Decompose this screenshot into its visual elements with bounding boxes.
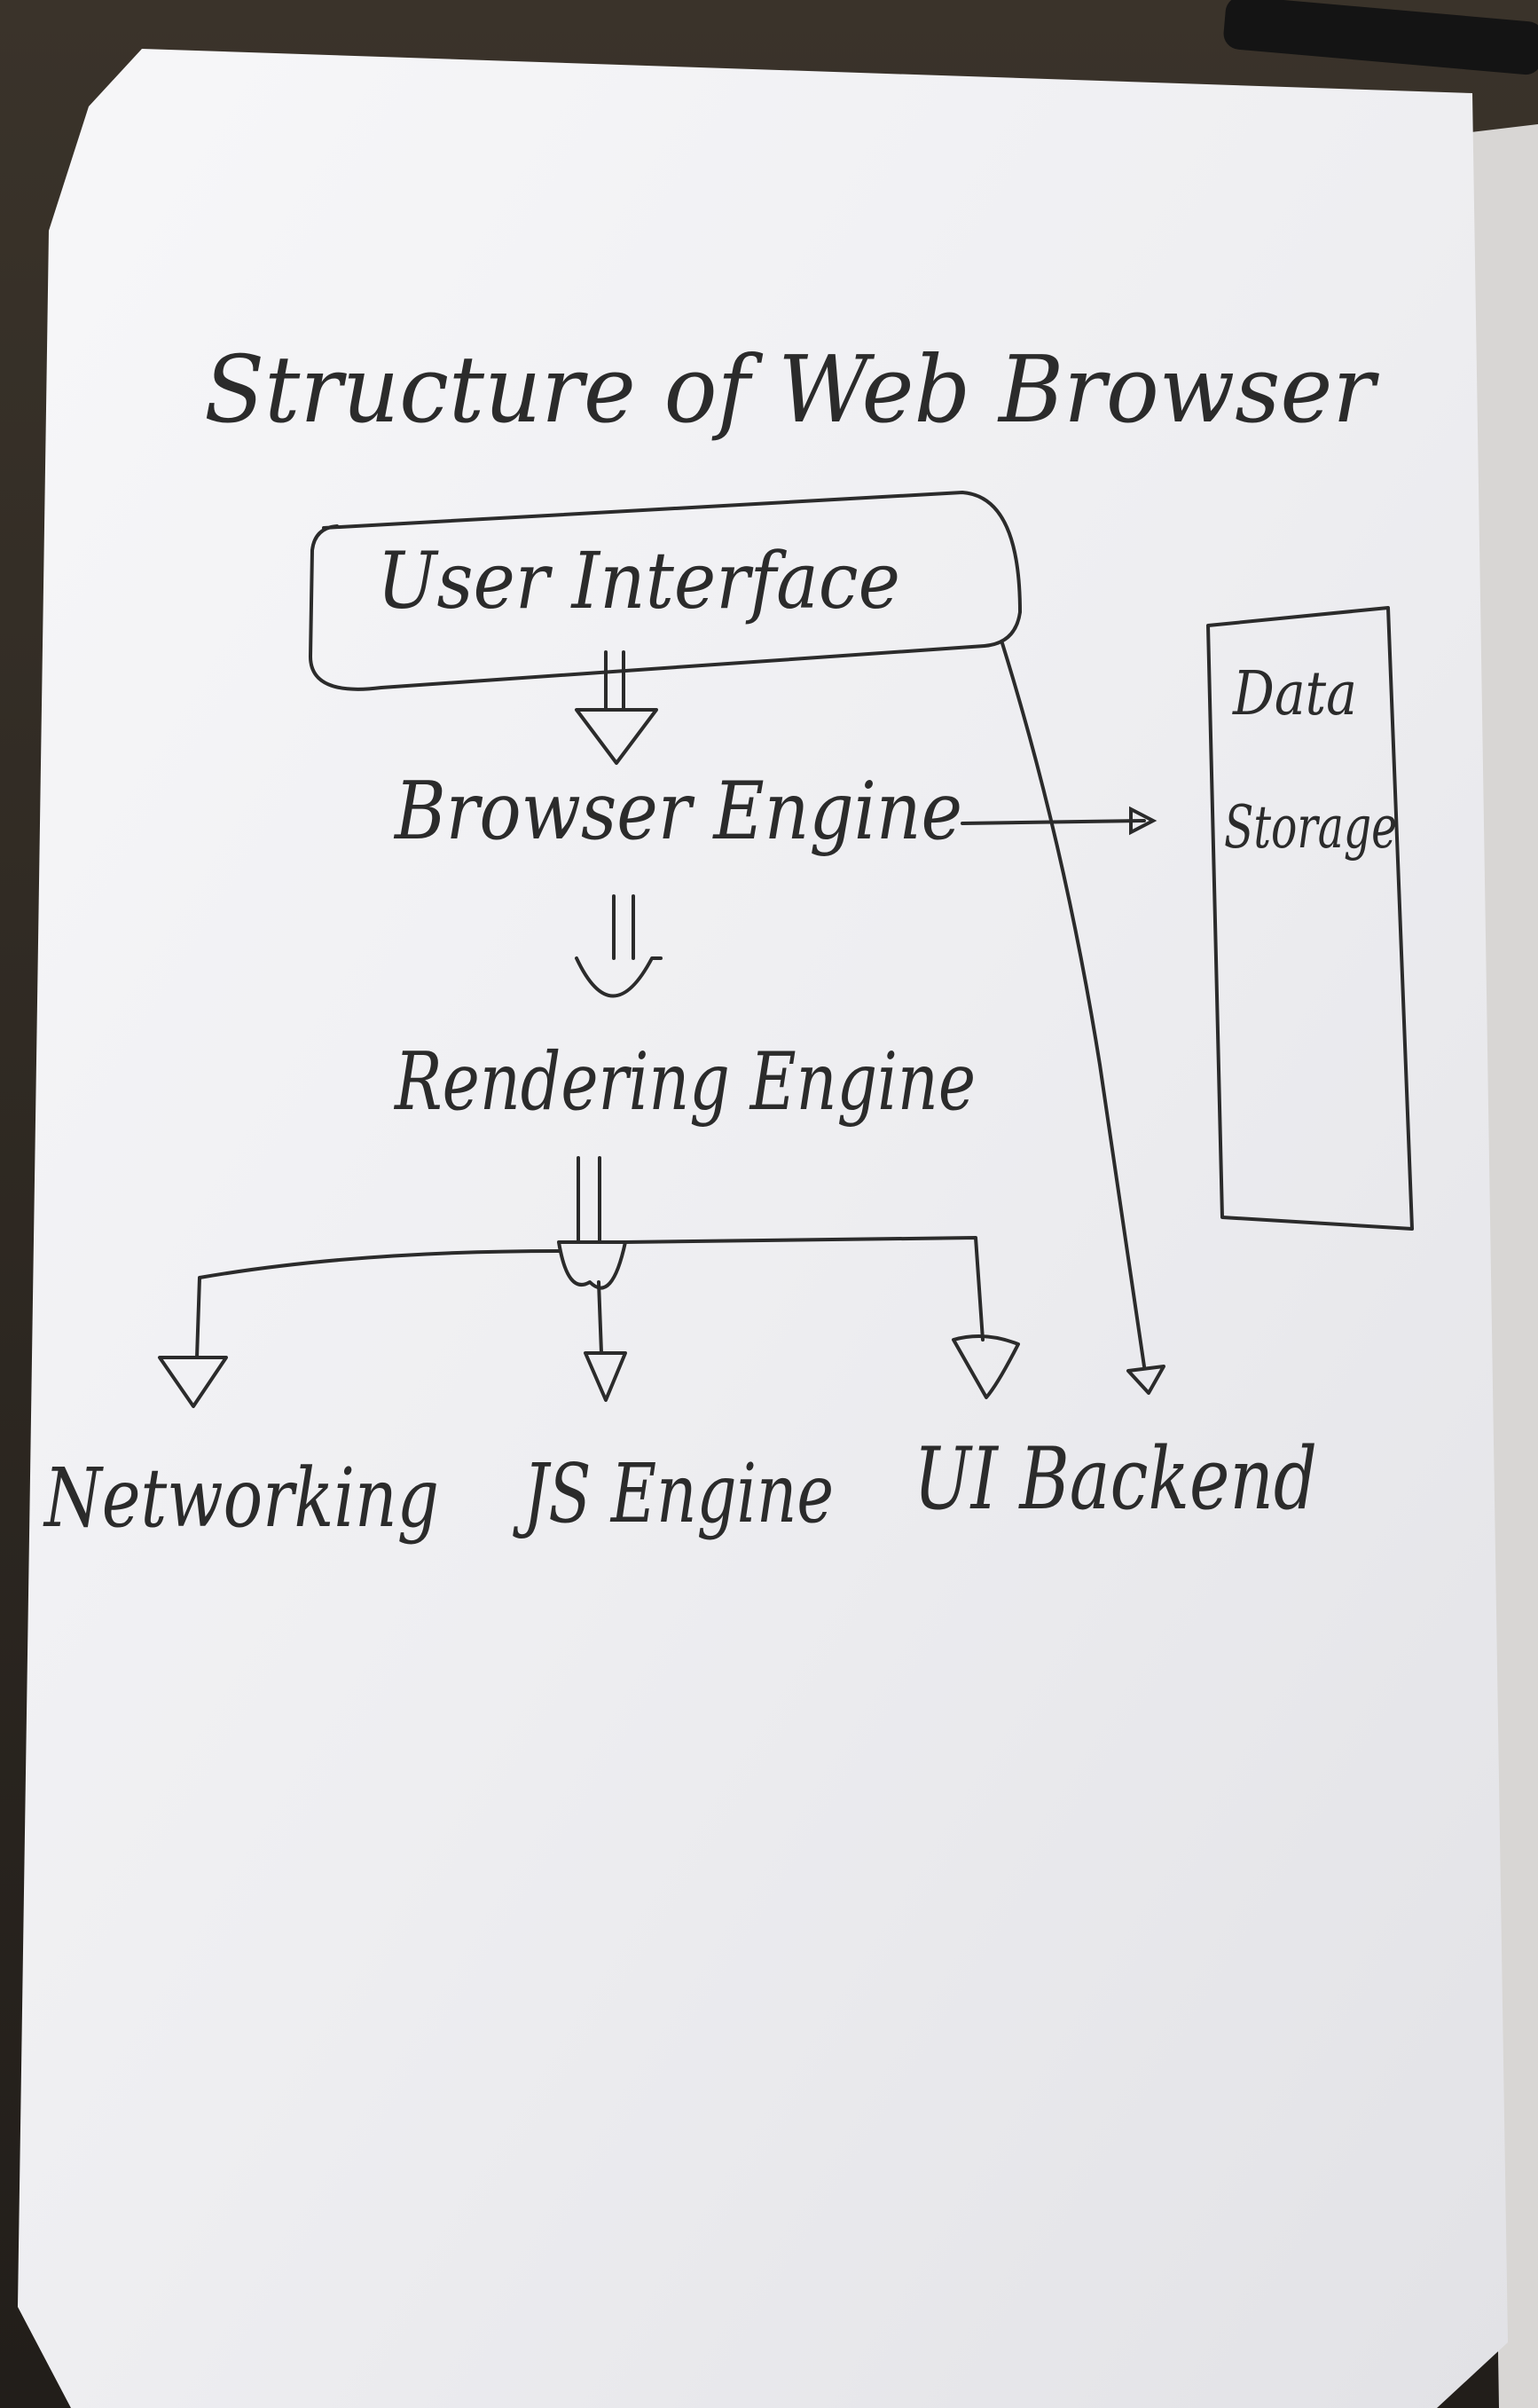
js-engine-label: JS Engine (513, 1446, 834, 1541)
ui-backend-label: UI Backend (914, 1429, 1317, 1529)
pen-shape (1223, 0, 1538, 75)
arrow-browser-to-rendering-engine (575, 894, 663, 998)
arrow-rendering-to-junction (557, 1156, 627, 1290)
networking-label: Networking (43, 1451, 439, 1546)
back-page (1463, 124, 1538, 2408)
branch-connectors (195, 1236, 985, 1359)
user-interface-label: User Interface (377, 535, 900, 626)
arrow-ui-to-browser-engine (575, 650, 658, 765)
arrow-to-ui-backend (952, 1334, 1020, 1399)
user-interface-box (308, 490, 1023, 691)
data-storage-box (1206, 606, 1414, 1231)
arrow-to-networking (158, 1356, 228, 1408)
browser-engine-label: Browser Engine (393, 765, 962, 858)
data-storage-label-line2: Storage (1224, 793, 1397, 862)
data-storage-label-line1: Data (1231, 659, 1357, 729)
rendering-engine-label: Rendering Engine (393, 1035, 976, 1129)
paper-sheet (18, 49, 1508, 2408)
diagram-title: Structure of Web Browser (204, 335, 1379, 444)
arrow-to-js-engine (584, 1351, 627, 1402)
arrow-ui-to-ui-backend (1000, 641, 1165, 1395)
